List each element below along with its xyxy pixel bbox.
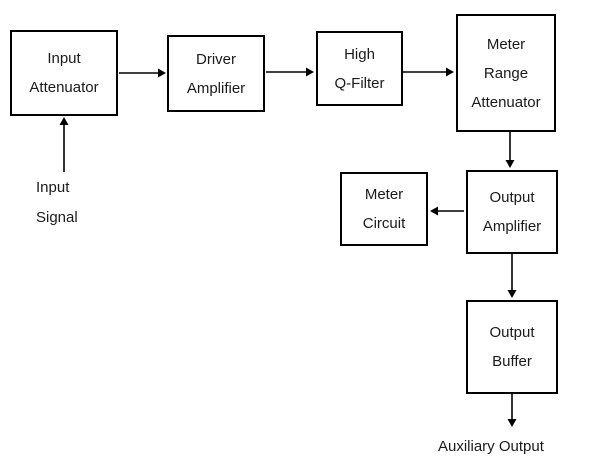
block-label-line: Output <box>489 324 535 341</box>
arrow-high-q-filter-to-meter-range-attenuator <box>403 67 454 77</box>
arrow-output-buffer-to-auxiliary-output <box>507 394 517 427</box>
block-label-line: Output <box>489 189 535 206</box>
block-output-buffer: Output Buffer <box>466 300 558 394</box>
arrow-input-signal-to-input-attenuator <box>59 117 69 172</box>
block-label-line: Buffer <box>492 353 532 370</box>
block-label-line: Meter <box>364 186 404 203</box>
block-high-q-filter: High Q-Filter <box>316 31 403 106</box>
input-signal-label: Input Signal <box>36 173 78 233</box>
block-label-line: Amplifier <box>482 218 542 235</box>
block-label-line: Circuit <box>362 215 406 232</box>
block-label-line: Attenuator <box>29 79 99 96</box>
block-label-line: Q-Filter <box>334 74 385 92</box>
block-label-line: Driver <box>196 50 236 68</box>
block-label-line: Meter <box>486 35 526 53</box>
arrow-meter-range-attenuator-to-output-amplifier <box>505 132 515 168</box>
arrow-driver-amplifier-to-high-q-filter <box>266 67 314 77</box>
block-driver-amplifier: Driver Amplifier <box>167 35 265 112</box>
block-input-attenuator: Input Attenuator <box>10 30 118 116</box>
block-meter-circuit: Meter Circuit <box>340 172 428 246</box>
block-label-line: Attenuator <box>471 93 541 111</box>
auxiliary-output-label: Auxiliary Output <box>438 438 544 455</box>
block-output-amplifier: Output Amplifier <box>466 170 558 254</box>
input-signal-line: Signal <box>36 209 78 226</box>
arrow-output-amplifier-to-meter-circuit <box>430 206 464 216</box>
arrow-output-amplifier-to-output-buffer <box>507 254 517 298</box>
arrow-input-attenuator-to-driver-amplifier <box>119 68 166 78</box>
block-label-line: Range <box>483 64 529 82</box>
block-label-line: Input <box>47 50 81 67</box>
input-signal-line: Input <box>36 179 70 196</box>
block-meter-range-attenuator: Meter Range Attenuator <box>456 14 556 132</box>
block-label-line: High <box>344 45 375 63</box>
block-label-line: Amplifier <box>186 79 246 97</box>
